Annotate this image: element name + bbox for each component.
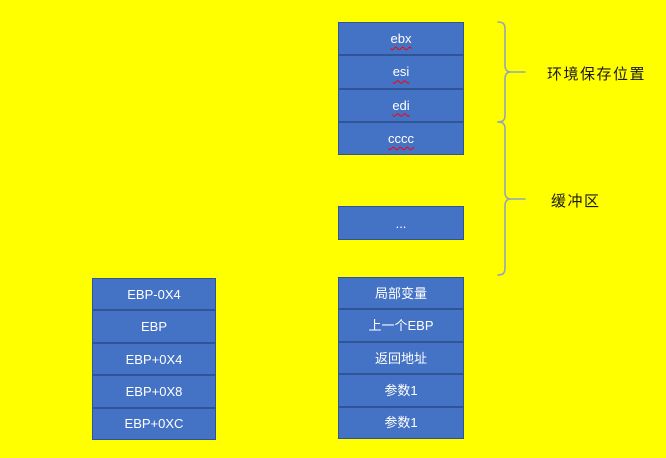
cell-local-variables: 局部变量 [338, 277, 464, 310]
cell-edi: edi [338, 88, 464, 122]
cell-esi: esi [338, 55, 464, 89]
cell-param1-a: 参数1 [338, 374, 464, 407]
stack-frame-stack: 局部变量 上一个EBP 返回地址 参数1 参数1 [338, 277, 464, 440]
cell-ebp: EBP [92, 310, 216, 343]
cell-ebp-plus-0x8: EBP+0X8 [92, 375, 216, 408]
env-save-label: 环境保存位置 [547, 66, 647, 83]
brace-group [497, 21, 526, 276]
buffer-ellipsis-box: ... [338, 206, 464, 240]
env-save-brace [497, 21, 526, 123]
cell-ellipsis: ... [338, 206, 464, 240]
buffer-brace [497, 121, 526, 276]
cell-ebx: ebx [338, 22, 464, 56]
cell-cccc: cccc [338, 121, 464, 155]
cell-ebp-minus-0x4: EBP-0X4 [92, 278, 216, 311]
cell-ebp-plus-0x4: EBP+0X4 [92, 342, 216, 376]
ebp-offset-stack: EBP-0X4 EBP EBP+0X4 EBP+0X8 EBP+0XC [92, 278, 216, 441]
cell-previous-ebp: 上一个EBP [338, 309, 464, 342]
cell-ebp-plus-0xc: EBP+0XC [92, 407, 216, 441]
buffer-label: 缓冲区 [551, 193, 601, 210]
saved-registers-stack: ebx esi edi cccc [338, 22, 464, 155]
cell-param1-b: 参数1 [338, 406, 464, 440]
cell-return-address: 返回地址 [338, 341, 464, 375]
